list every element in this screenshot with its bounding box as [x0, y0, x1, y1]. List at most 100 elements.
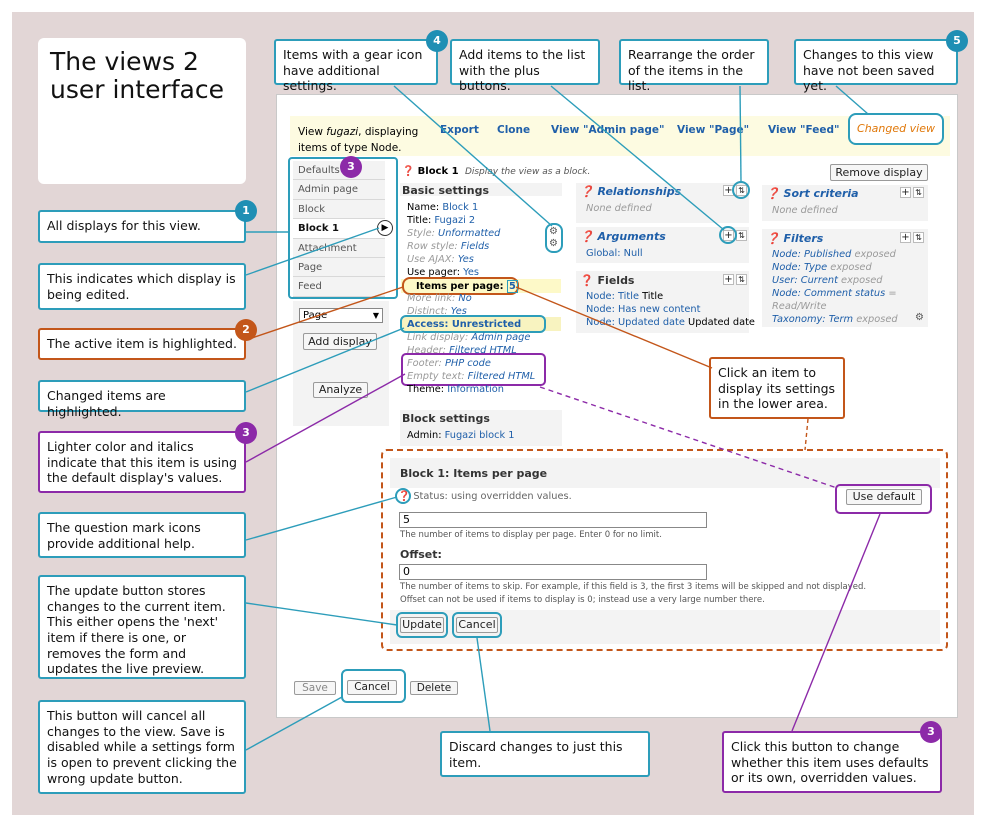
basic-settings-header-bg — [400, 183, 562, 196]
filters-heading: ❓ Filters — [766, 232, 823, 245]
relationships-none: None defined — [586, 203, 652, 214]
view-header-bar: View fugazi, displaying items of type No… — [290, 116, 950, 156]
filter-row[interactable]: Node: Published exposed — [772, 248, 898, 261]
help-icon[interactable]: ❓ — [766, 187, 780, 200]
filter-name: Node: Published — [772, 249, 852, 260]
setting-block-admin[interactable]: Admin: Fugazi block 1 — [407, 429, 515, 442]
relationships-bg — [576, 183, 749, 223]
gear-icon[interactable]: ⚙ — [915, 312, 924, 323]
setting-value: Fields — [460, 241, 490, 252]
setting-empty-text[interactable]: Empty text: Filtered HTML — [407, 370, 535, 383]
view-feed-link[interactable]: View "Feed" — [768, 124, 840, 136]
badge-3-bottom: 3 — [920, 721, 942, 743]
view-admin-page-link[interactable]: View "Admin page" — [551, 124, 665, 136]
filter-name: Taxonomy: Term — [772, 314, 854, 325]
badge-3-tabs: 3 — [340, 156, 362, 178]
offset-input[interactable]: 0 — [399, 564, 707, 580]
argument-global-null[interactable]: Global: Null — [586, 248, 643, 259]
setting-use-ajax[interactable]: Use AJAX: Yes — [407, 253, 500, 266]
items-per-page-input[interactable]: 5 — [399, 512, 707, 528]
setting-distinct[interactable]: Distinct: Yes — [407, 305, 467, 318]
filter-row[interactable]: User: Current exposed — [772, 274, 898, 287]
tab-admin-page[interactable]: Admin page — [293, 180, 385, 200]
tab-attachment[interactable]: Attachment — [293, 238, 385, 258]
gear-icon[interactable]: ⚙ — [549, 238, 558, 249]
question-icon-frame — [395, 488, 411, 504]
items-per-page-help: The number of items to display per page.… — [400, 530, 662, 540]
setting-style[interactable]: Style: Unformatted — [407, 227, 500, 240]
tab-page[interactable]: Page — [293, 257, 385, 278]
field-row[interactable]: Node: Title Title — [586, 290, 755, 303]
setting-value: Unformatted — [438, 228, 501, 239]
rearrange-filters-button[interactable]: ⇅ — [913, 232, 924, 243]
settings-form-frame — [381, 449, 948, 651]
delete-button[interactable]: Delete — [410, 681, 458, 695]
callout-click-item: Click an item to display its settings in… — [709, 357, 845, 419]
setting-value: Filtered HTML — [449, 345, 517, 356]
setting-footer[interactable]: Footer: PHP code — [407, 357, 491, 370]
clone-link[interactable]: Clone — [497, 124, 531, 136]
changed-item-frame — [400, 315, 546, 333]
tab-defaults[interactable]: Defaults — [293, 161, 385, 181]
filter-row[interactable]: Node: Comment status = — [772, 287, 898, 300]
setting-value: Fugazi block 1 — [444, 430, 515, 441]
callout-rearrange: Rearrange the order of the items in the … — [619, 39, 769, 93]
setting-items-per-page[interactable]: Items per page: 5 — [416, 280, 518, 293]
export-link[interactable]: Export — [440, 124, 479, 136]
tab-feed[interactable]: Feed — [293, 277, 385, 297]
setting-theme[interactable]: Theme: Information — [407, 383, 504, 396]
help-icon[interactable]: ❓ — [580, 230, 594, 243]
filter-row[interactable]: Node: Type exposed — [772, 261, 898, 274]
setting-value: Admin page — [471, 332, 531, 343]
remove-display-button[interactable]: Remove display — [830, 164, 928, 181]
cancel-view-button[interactable]: Cancel — [347, 680, 397, 695]
rearrange-sort-button[interactable]: ⇅ — [913, 187, 924, 198]
setting-name[interactable]: Name: Block 1 — [407, 201, 500, 214]
view-title: View fugazi, displaying items of type No… — [298, 124, 448, 156]
field-row[interactable]: Node: Has new content — [586, 303, 755, 316]
use-default-button[interactable]: Use default — [846, 489, 922, 505]
field-group: Node: — [586, 291, 615, 302]
setting-access[interactable]: Access: Unrestricted — [407, 319, 522, 330]
help-icon[interactable]: ❓ — [580, 274, 594, 287]
gear-icon[interactable]: ⚙ — [549, 226, 558, 237]
add-field-button[interactable]: + — [723, 274, 734, 285]
callout-unsaved-changes: Changes to this view have not been saved… — [794, 39, 958, 93]
default-values-frame — [401, 353, 546, 386]
setting-header[interactable]: Header: Filtered HTML — [407, 344, 517, 357]
items-per-page-value: 5 — [506, 280, 518, 293]
setting-value: Yes — [463, 267, 479, 278]
save-button[interactable]: Save — [294, 681, 336, 695]
setting-title[interactable]: Title: Fugazi 2 — [407, 214, 500, 227]
filter-name: Node: Comment status — [772, 288, 886, 299]
field-name: Updated date — [618, 317, 685, 328]
tab-block[interactable]: Block — [293, 199, 385, 220]
help-icon[interactable]: ❓ — [766, 232, 780, 245]
field-name: Has new content — [618, 304, 701, 315]
rearrange-fields-button[interactable]: ⇅ — [736, 274, 747, 285]
add-sort-button[interactable]: + — [900, 187, 911, 198]
use-default-frame — [835, 484, 932, 514]
arguments-label: Arguments — [597, 230, 666, 243]
update-button[interactable]: Update — [400, 617, 444, 633]
display-heading: ❓ Block 1 Display the view as a block. — [402, 166, 590, 177]
setting-label: Name: — [407, 202, 440, 213]
setting-label: Footer: — [407, 358, 442, 369]
cancel-item-button[interactable]: Cancel — [456, 617, 498, 633]
setting-row-style[interactable]: Row style: Fields — [407, 240, 500, 253]
analyze-button[interactable]: Analyze — [313, 382, 368, 398]
view-prefix: View — [298, 126, 327, 138]
title-line-1: The views 2 — [50, 47, 199, 76]
setting-link-display[interactable]: Link display: Admin page — [407, 331, 530, 344]
block-settings-heading: Block settings — [402, 412, 490, 425]
setting-use-pager[interactable]: Use pager: Yes — [407, 266, 500, 279]
cancel-item-button-frame — [452, 612, 502, 638]
setting-label: Row style: — [407, 241, 458, 252]
help-icon[interactable]: ❓ — [580, 185, 594, 198]
view-page-link[interactable]: View "Page" — [677, 124, 750, 136]
filter-row[interactable]: Taxonomy: Term exposed — [772, 313, 898, 326]
setting-more-link[interactable]: More link: No — [407, 292, 472, 305]
help-icon[interactable]: ❓ — [402, 166, 415, 177]
display-type-value: Page — [303, 310, 328, 321]
add-filter-button[interactable]: + — [900, 232, 911, 243]
